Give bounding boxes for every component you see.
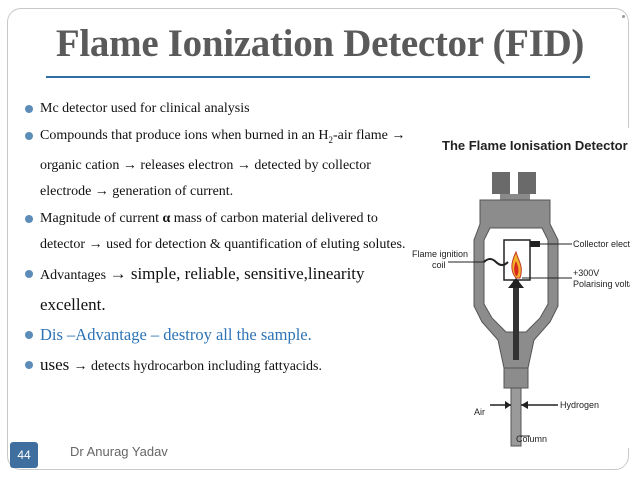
subscript-text: 2 xyxy=(328,134,334,145)
bullet-text: Magnitude of current xyxy=(40,210,163,226)
bullet-text: Advantages xyxy=(40,267,110,283)
collector-label: Collector electrode xyxy=(573,239,630,249)
title-underline xyxy=(46,76,590,78)
bullet-text: Compounds that produce ions when burned … xyxy=(40,128,329,143)
voltage-label-2: Polarising voltage xyxy=(573,279,630,289)
collector-cap-left xyxy=(492,172,510,194)
slide-title: Flame Ionization Detector (FID) xyxy=(55,22,585,65)
air-label: Air xyxy=(474,407,485,417)
ignition-label-1: Flame ignition xyxy=(412,249,468,259)
diagram-title: The Flame Ionisation Detector xyxy=(442,138,628,153)
bullet-text: → detects hydrocarbon including fattyaci… xyxy=(73,358,322,374)
bullet-item: Magnitude of current α mass of carbon ma… xyxy=(22,206,417,258)
frame-dot xyxy=(622,15,625,18)
author-name: Dr Anurag Yadav xyxy=(70,444,168,459)
collector-cap-neck xyxy=(500,194,530,200)
column-inlet xyxy=(510,387,522,447)
jet-tube xyxy=(513,280,519,360)
bold-symbol: α xyxy=(162,210,171,226)
bullet-item: Dis –Advantage – destroy all the sample. xyxy=(22,320,417,349)
collector-cap-right xyxy=(518,172,536,194)
bullet-text: uses xyxy=(40,354,74,374)
base-block xyxy=(503,367,529,389)
bullet-text: Mc detector used for clinical analysis xyxy=(40,101,250,116)
ignition-label-2: coil xyxy=(432,260,446,270)
flame-core xyxy=(514,261,519,276)
hydrogen-label: Hydrogen xyxy=(560,400,599,410)
hydrogen-arrow-icon xyxy=(521,401,528,409)
bullet-list: Mc detector used for clinical analysis C… xyxy=(22,96,417,382)
bullet-item: Advantages → simple, reliable, sensitive… xyxy=(22,259,417,319)
bullet-text: Dis –Advantage – destroy all the sample. xyxy=(40,324,312,344)
page-number-badge: 44 xyxy=(10,442,38,468)
jet-arrow-up xyxy=(508,278,524,288)
ignition-coil xyxy=(483,258,509,266)
column-label: Column xyxy=(516,434,547,444)
bullet-item: Compounds that produce ions when burned … xyxy=(22,123,417,205)
bullet-text: mass of carbon material delivered to det… xyxy=(40,210,406,252)
collector-connector xyxy=(530,241,540,247)
bullet-item: Mc detector used for clinical analysis xyxy=(22,96,417,122)
fid-diagram-svg: The Flame Ionisation Detector Collector … xyxy=(412,138,630,447)
voltage-label-1: +300V xyxy=(573,268,599,278)
bullet-text: -air flame → organic cation → releases e… xyxy=(40,128,406,199)
air-arrow-icon xyxy=(505,401,511,409)
bullet-text: → simple, reliable, sensitive,linearity … xyxy=(40,263,365,314)
bullet-item: uses → detects hydrocarbon including fat… xyxy=(22,350,417,381)
fid-diagram: The Flame Ionisation Detector Collector … xyxy=(408,128,630,448)
